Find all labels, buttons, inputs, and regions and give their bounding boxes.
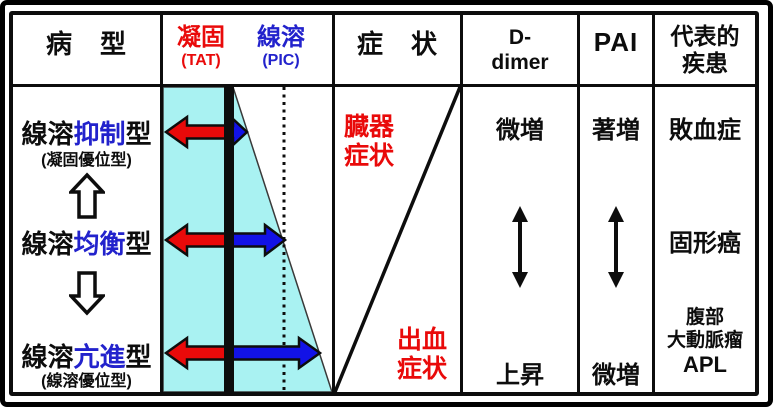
- type-enhanced-em: 亢進: [73, 342, 126, 372]
- fibrinolysis-label: 線溶: [257, 24, 305, 51]
- disease-bottom-line1: 腹部: [685, 307, 724, 328]
- updown-arrow-icon: [608, 206, 624, 288]
- type-balanced-label: 線溶均衡型: [13, 224, 160, 261]
- type-enhanced-sub: (線溶優位型): [41, 373, 132, 390]
- header-ddimer-line1: D-: [508, 25, 532, 49]
- pai-body: 著増 微増: [580, 87, 652, 392]
- header-type-label: 病 型: [45, 29, 127, 59]
- column-pai: PAI 著増 微増: [580, 15, 655, 392]
- classification-table: 病 型 線溶抑制型 (凝固優位型) 線溶均衡型 線溶亢進型: [9, 11, 759, 396]
- coagulation-sub-label: (TAT): [181, 52, 221, 69]
- bleeding-symptom-line1: 出血: [396, 326, 447, 354]
- disease-bottom-line3: APL: [683, 352, 727, 377]
- column-ddimer: D- dimer 微増 上昇: [463, 15, 580, 392]
- balance-graph-body: [163, 87, 332, 392]
- organ-symptom-line1: 臓器: [343, 113, 394, 141]
- type-enhanced-pre: 線溶: [21, 342, 74, 372]
- header-coag-fibrino: 凝固 (TAT) 線溶 (PIC): [163, 15, 332, 87]
- fibrinolysis-sub-label: (PIC): [262, 52, 300, 69]
- type-enhanced-label: 線溶亢進型: [13, 337, 160, 374]
- type-suppressed-pre: 線溶: [21, 119, 74, 149]
- column-coagulation-fibrinolysis: 凝固 (TAT) 線溶 (PIC): [163, 15, 335, 392]
- header-pai-label: PAI: [593, 27, 639, 57]
- pai-top-value: 著増: [592, 117, 640, 144]
- column-diseases: 代表的 疾患 敗血症 固形癌 腹部 大動脈瘤 APL: [655, 15, 755, 392]
- organ-symptom-line2: 症状: [343, 142, 394, 170]
- column-symptoms: 症 状 臓器 症状 出血 症状: [335, 15, 463, 392]
- header-symptoms-label: 症 状: [356, 29, 438, 59]
- fibrinolysis-header-pair: 線溶 (PIC): [247, 25, 315, 71]
- bleeding-symptom-line2: 症状: [396, 355, 447, 383]
- ddimer-top-value: 微増: [496, 117, 544, 144]
- coagulation-label: 凝固: [177, 24, 225, 51]
- header-ddimer: D- dimer: [463, 15, 577, 87]
- header-ddimer-line2: dimer: [491, 50, 549, 74]
- ddimer-body: 微増 上昇: [463, 87, 577, 392]
- column-type: 病 型 線溶抑制型 (凝固優位型) 線溶均衡型 線溶亢進型: [13, 15, 163, 392]
- header-pai: PAI: [580, 15, 652, 87]
- header-diseases-line1: 代表的: [670, 22, 740, 49]
- type-balanced-em: 均衡: [73, 229, 126, 259]
- balance-graph: [163, 87, 332, 392]
- disease-bottom-group: 腹部 大動脈瘤 APL: [655, 306, 755, 378]
- symptoms-body: 臓器 症状 出血 症状: [335, 87, 460, 392]
- symptom-divider-diagonal: [335, 87, 460, 392]
- type-column-body: 線溶抑制型 (凝固優位型) 線溶均衡型 線溶亢進型 (線溶優位型): [13, 87, 160, 392]
- diseases-body: 敗血症 固形癌 腹部 大動脈瘤 APL: [655, 87, 755, 392]
- type-suppressed-post: 型: [125, 119, 152, 149]
- organ-symptom-text: 臓器 症状: [338, 113, 400, 171]
- type-balanced-post: 型: [125, 229, 152, 259]
- ddimer-bottom-value: 上昇: [496, 362, 544, 389]
- disease-top-value: 敗血症: [669, 117, 741, 144]
- header-diseases-line2: 疾患: [682, 49, 728, 76]
- pai-bottom-value: 微増: [592, 362, 640, 389]
- updown-arrow-icon: [512, 206, 528, 288]
- header-symptoms: 症 状: [335, 15, 460, 87]
- header-diseases: 代表的 疾患: [655, 15, 755, 87]
- header-type: 病 型: [13, 15, 160, 87]
- disease-bottom-line2: 大動脈瘤: [666, 330, 743, 351]
- type-enhanced-post: 型: [125, 342, 152, 372]
- disease-middle-value: 固形癌: [669, 230, 741, 257]
- type-suppressed-em: 抑制: [73, 119, 126, 149]
- type-balanced-pre: 線溶: [21, 229, 74, 259]
- bleeding-symptom-text: 出血 症状: [391, 326, 453, 384]
- up-arrow-icon: [69, 172, 105, 219]
- down-arrow-icon: [69, 271, 105, 316]
- coagulation-header-pair: 凝固 (TAT): [167, 25, 235, 71]
- type-suppressed-sub: (凝固優位型): [41, 152, 132, 169]
- type-suppressed-label: 線溶抑制型: [13, 114, 160, 151]
- balance-axis-line: [224, 87, 234, 392]
